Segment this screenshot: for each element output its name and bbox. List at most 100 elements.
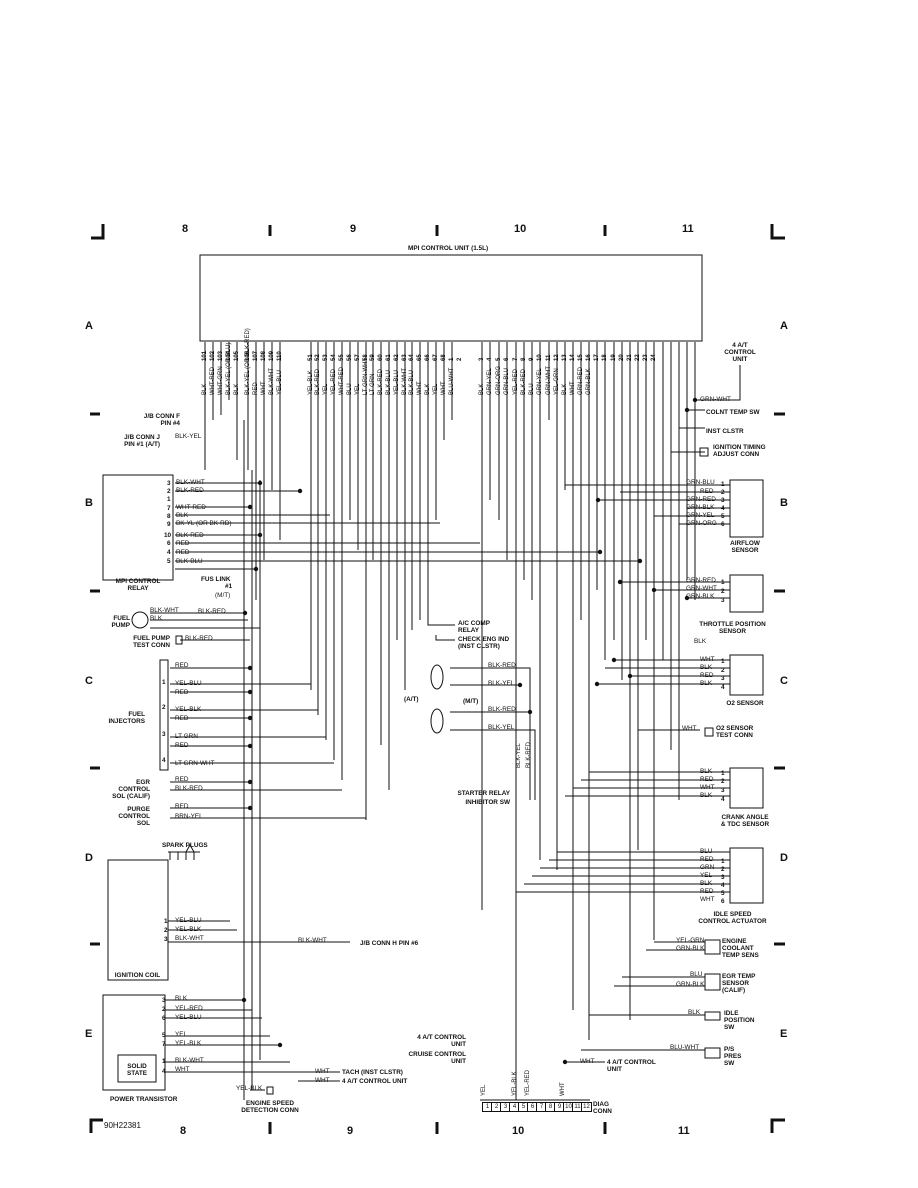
jb-conn-f-pin: PIN #4 xyxy=(160,420,180,427)
check-eng-label2: (INST CLSTR) xyxy=(458,643,500,650)
crank-label: CRANK ANGLE xyxy=(721,814,769,821)
idle-label: IDLE xyxy=(724,1010,739,1017)
ecu-wire-26: BLK xyxy=(425,383,431,395)
pt-pin-2: 2 xyxy=(162,1006,166,1013)
ecu-title: MPI CONTROL UNIT (1.5L) xyxy=(408,245,489,252)
airflow-wire-3: GRN-RED xyxy=(686,496,716,503)
isc-pin-5: 5 xyxy=(721,890,725,897)
fuel-pump-wire-2: BLK xyxy=(150,615,163,622)
ecu-pin-19: 59 xyxy=(370,354,376,361)
ecu-wire-14: YEL-RED xyxy=(331,368,337,395)
ecu-wire-42: GRN-RED xyxy=(578,367,584,395)
ecu-pin-27: 67 xyxy=(433,354,439,361)
ecu-wire-3: WHT-GRN xyxy=(218,366,224,395)
center-wire-3: BLK-RED xyxy=(488,706,516,713)
pt-wire-1: BLK xyxy=(175,995,188,1002)
crank-wire-1: BLK xyxy=(700,768,713,775)
relay-pin-5: 8 xyxy=(167,513,171,520)
at-unit-wire: WHT xyxy=(580,1058,595,1065)
ecu-pin-38: 10 xyxy=(537,354,543,361)
ect-wire-1: YEL-GRN xyxy=(676,937,705,944)
injector-wire-7: RED xyxy=(175,742,189,749)
pt-wire-2: YEL-RED xyxy=(175,1005,203,1012)
pt-pin-4: 5 xyxy=(162,1032,166,1039)
ecu-wire-10: YEL-BLU xyxy=(277,369,283,395)
grid-row-b-left: B xyxy=(85,497,93,509)
grid-row-a-left: A xyxy=(85,320,93,332)
ecu-pin-1: 101 xyxy=(202,350,208,361)
tps-label: THROTTLE POSITION xyxy=(699,621,766,628)
pt-pin-6: 1 xyxy=(162,1058,166,1065)
ecu-pin-7: 107 xyxy=(253,350,259,361)
o2-pin-1: 1 xyxy=(721,658,725,665)
ign-timing-label2: ADJUST CONN xyxy=(713,451,760,458)
injector-pin-2: 2 xyxy=(162,704,166,711)
jb-conn-h-label: J/B CONN H PIN #6 xyxy=(360,940,419,947)
airflow-label2: SENSOR xyxy=(731,547,759,554)
ecu-pin-48: 20 xyxy=(619,354,625,361)
fuel-pump-wire-1: BLK-WHT xyxy=(150,607,179,614)
at-unit-top-label2: CONTROL xyxy=(724,349,756,356)
grid-column-11: 11 xyxy=(682,223,694,235)
ecu-pin-12: 52 xyxy=(315,354,321,361)
tps-wire-2: GRN-WHT xyxy=(686,585,717,592)
ecu-wire-28: WHT xyxy=(441,381,447,395)
pt-wire-6: BLK-WHT xyxy=(175,1057,204,1064)
ecu-pin-50: 22 xyxy=(635,354,641,361)
at-unit-top-label3: UNIT xyxy=(732,356,748,363)
pt-pin-5: 7 xyxy=(162,1041,166,1048)
isc-wire-6: RED xyxy=(700,888,714,895)
center-wire-4: BLK-YEL xyxy=(488,724,515,731)
ign-pin-3: 3 xyxy=(164,936,168,943)
ecu-wire-5: BLK xyxy=(234,383,240,395)
diagram-code: 90H22381 xyxy=(104,1121,141,1130)
fp-test-label2: TEST CONN xyxy=(133,642,170,649)
grid-row-a-right: A xyxy=(780,320,788,332)
fp-test-wire: BLK-RED xyxy=(185,635,213,642)
relay-pin-4: 7 xyxy=(167,505,171,512)
ecu-pin-39: 11 xyxy=(546,354,552,361)
isc-pin-2: 2 xyxy=(721,866,725,873)
crank-wire-3: WHT xyxy=(700,784,715,791)
o2-wire-4: RED xyxy=(700,672,714,679)
crank-pin-1: 1 xyxy=(721,770,725,777)
inst-clstr-label: INST CLSTR xyxy=(706,428,744,435)
isc-wire-2: RED xyxy=(700,856,714,863)
ecu-wire-30: BLK xyxy=(479,383,485,395)
relay-wire-9: BLK-BLU xyxy=(176,558,203,565)
ect-wire-2: GRN-BLK xyxy=(676,945,705,952)
relay-pin-1: 3 xyxy=(167,480,171,487)
ecu-pin-15: 55 xyxy=(339,354,345,361)
isc-label2: CONTROL ACTUATOR xyxy=(698,918,767,925)
ecu-pin-45: 17 xyxy=(594,354,600,361)
ecu-wire-2: WHT-RED xyxy=(210,367,216,395)
diag-wire-1: YEL xyxy=(481,1084,487,1096)
ecu-pin-51: 23 xyxy=(643,354,649,361)
airflow-pin-4: 4 xyxy=(721,505,725,512)
o2-pin-2: 2 xyxy=(721,667,725,674)
ecu-pin-20: 60 xyxy=(378,354,384,361)
injector-pin-1: 1 xyxy=(162,679,166,686)
ecu-pin-10: 110 xyxy=(277,351,283,361)
purge-sol-label3: SOL xyxy=(136,820,150,827)
ecu-pin-26: 66 xyxy=(425,354,431,361)
ecu-wire-34: YEL-RED xyxy=(513,368,519,395)
ecu-pin-32: 4 xyxy=(487,357,493,361)
pt-pin-7: 4 xyxy=(162,1068,166,1075)
fus-link-num: #1 xyxy=(225,583,233,590)
isc-wire-4: YEL xyxy=(700,872,713,879)
airflow-wire-4: GRN-BLK xyxy=(686,504,715,511)
ecu-wire-21: BLK-BLU xyxy=(386,369,392,395)
isc-pin-3: 3 xyxy=(721,874,725,881)
coolant-sw-label: COLNT TEMP SW xyxy=(706,409,760,416)
o2-test-label2: TEST CONN xyxy=(716,732,753,739)
purge-sol-wire-1: RED xyxy=(175,803,189,810)
grid-row-e-right: E xyxy=(780,1028,788,1040)
crank-pin-4: 4 xyxy=(721,796,725,803)
ecu-pin-3: 103 xyxy=(218,350,224,361)
ect-label3: TEMP SENS xyxy=(722,952,759,959)
relay-wire-3: WHT-RED xyxy=(176,504,206,511)
tps-pin-1: 1 xyxy=(721,579,725,586)
solid-state-label: SOLID xyxy=(127,1063,147,1070)
ecu-wire-15: WHT-RED xyxy=(339,367,345,395)
